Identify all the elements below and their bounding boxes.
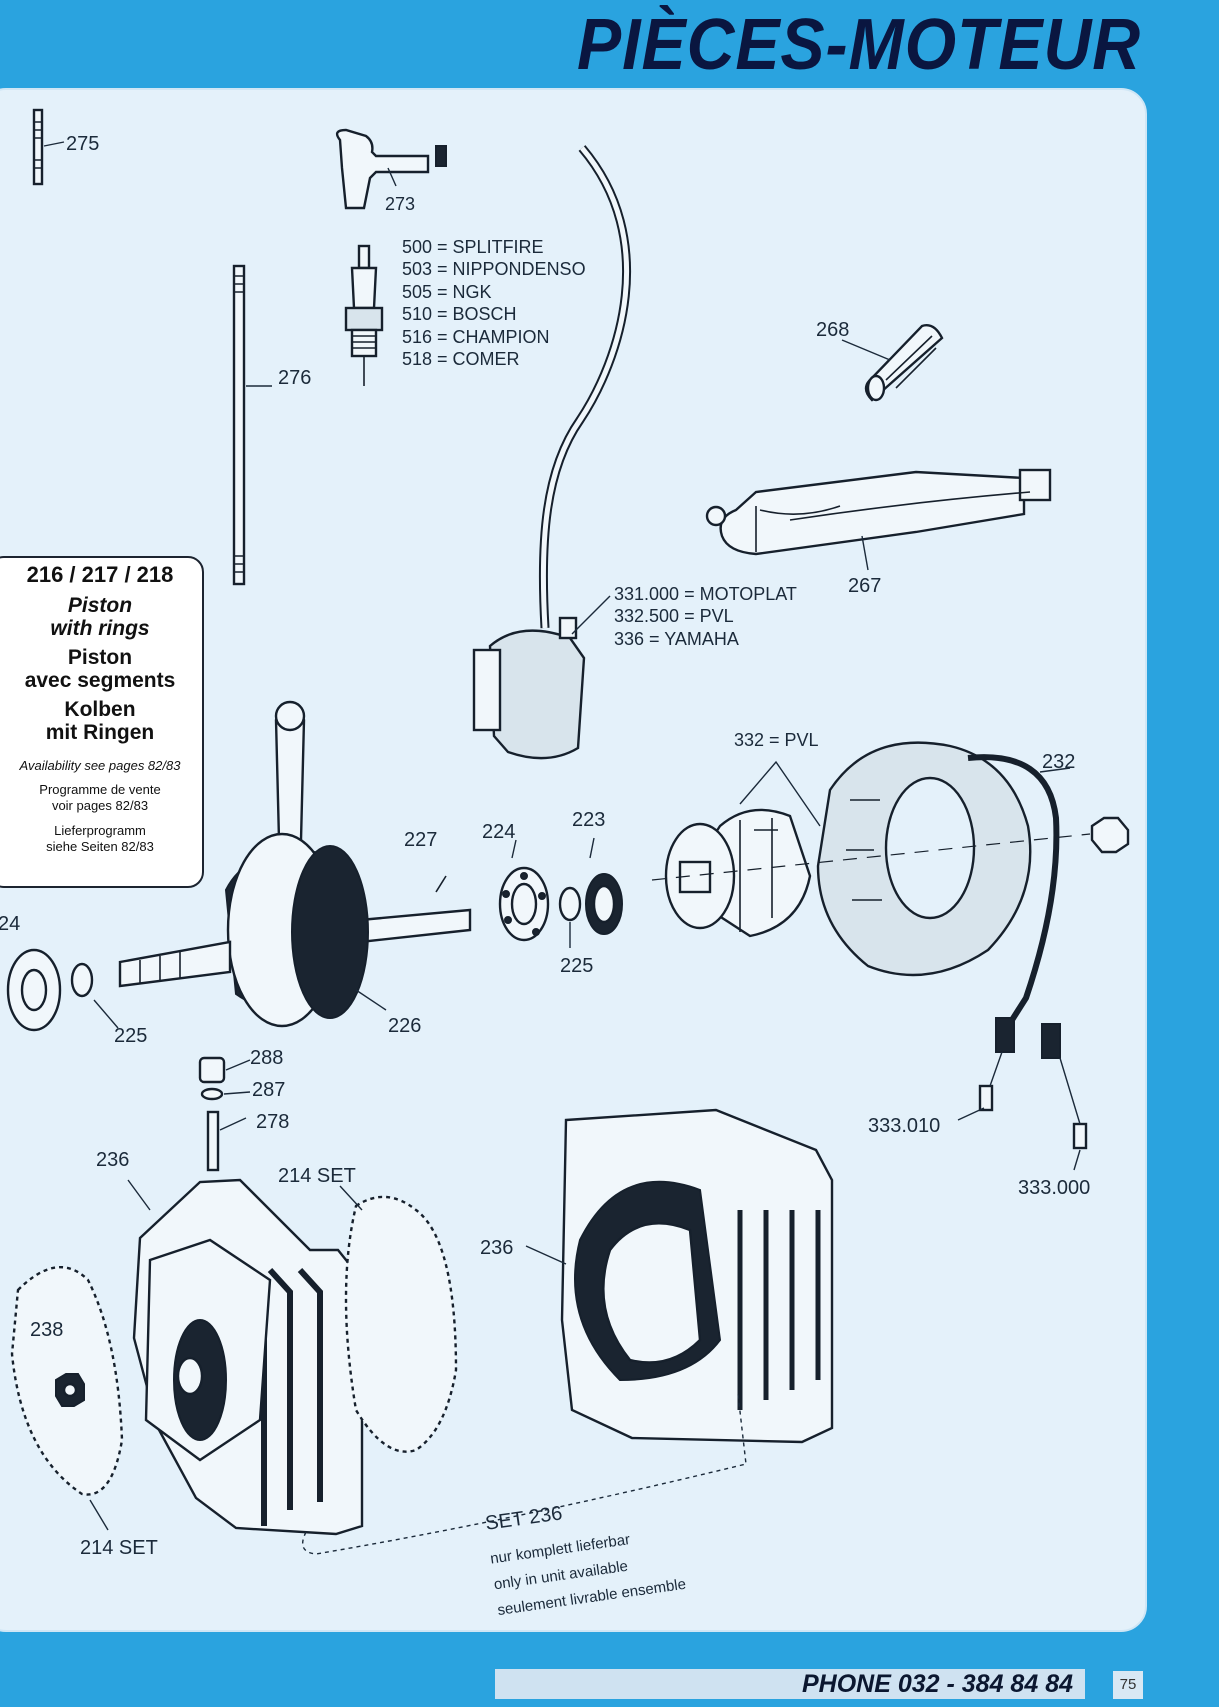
spark-plug <box>344 244 384 386</box>
rotor-332 <box>664 808 812 938</box>
spark-plug-line: 510 = BOSCH <box>402 304 517 324</box>
exhaust-pipe-267 <box>705 468 1052 556</box>
label-275: 275 <box>66 133 99 155</box>
label-273: 273 <box>385 194 415 214</box>
label-214-set-top: 214 SET <box>278 1165 356 1187</box>
label-288: 288 <box>250 1047 283 1069</box>
label-333-010: 333.010 <box>868 1115 940 1137</box>
piston-info-box: 216 / 217 / 218 Piston with rings Piston… <box>0 556 204 888</box>
label-333-000: 333.000 <box>1018 1177 1090 1199</box>
piston-name-en: Piston with rings <box>50 594 150 640</box>
stud-278 <box>206 1110 220 1172</box>
label-214-set-bottom: 214 SET <box>80 1537 158 1559</box>
phone-number: PHONE 032 - 384 84 84 <box>802 1670 1073 1698</box>
ignition-brands: 331.000 = MOTOPLAT 332.500 = PVL 336 = Y… <box>614 584 819 750</box>
label-224: 224 <box>482 821 515 843</box>
footer-bar: PHONE 032 - 384 84 84 <box>495 1669 1085 1699</box>
label-24: 24 <box>0 913 20 935</box>
page-title: PIÈCES-MOTEUR <box>576 5 1141 85</box>
gasket-214 <box>344 1195 458 1453</box>
gasket-238 <box>10 1266 124 1496</box>
label-238: 238 <box>30 1319 63 1341</box>
set-note: SET 236 nur komplett lieferbar only in u… <box>484 1502 687 1619</box>
label-223: 223 <box>572 809 605 831</box>
bearing-224 <box>498 866 550 942</box>
nut <box>1090 816 1130 854</box>
crankshaft-226 <box>118 700 472 1028</box>
label-268: 268 <box>816 319 849 341</box>
availability-de: Lieferprogramm siehe Seiten 82/83 <box>46 823 154 854</box>
page-number: 75 <box>1113 1671 1143 1699</box>
stud-276 <box>232 264 246 586</box>
label-227: 227 <box>404 829 437 851</box>
spark-plug-line: 500 = SPLITFIRE <box>402 237 544 257</box>
spark-plug-line: 503 = NIPPONDENSO <box>402 259 586 279</box>
stator-232 <box>816 741 1032 977</box>
connector-333-000 <box>1041 1023 1088 1150</box>
seal-223 <box>585 873 623 935</box>
availability-en: Availability see pages 82/83 <box>19 758 181 773</box>
piston-part-numbers: 216 / 217 / 218 <box>26 562 174 587</box>
washer-287 <box>200 1087 224 1101</box>
label-225: 225 <box>560 955 593 977</box>
label-278: 278 <box>256 1111 289 1133</box>
spark-plug-cap-273 <box>335 128 447 210</box>
bearing-24 <box>6 948 62 1032</box>
label-225-left: 225 <box>114 1025 147 1047</box>
spark-plug-line: 505 = NGK <box>402 282 492 302</box>
pvl-label: 332 = PVL <box>734 730 819 750</box>
availability-fr: Programme de vente voir pages 82/83 <box>39 782 161 813</box>
label-226: 226 <box>388 1015 421 1037</box>
label-232: 232 <box>1042 751 1075 773</box>
set-title: SET 236 <box>484 1502 564 1535</box>
label-236-right: 236 <box>480 1237 513 1259</box>
piston-name-fr: Piston avec segments <box>24 646 176 692</box>
spark-plug-brands: 500 = SPLITFIRE 503 = NIPPONDENSO 505 = … <box>402 237 586 369</box>
spark-plug-line: 518 = COMER <box>402 349 520 369</box>
stud-275 <box>32 108 44 186</box>
ignition-line: 331.000 = MOTOPLAT <box>614 584 797 604</box>
ignition-line: 336 = YAMAHA <box>614 629 739 649</box>
spark-plug-line: 516 = CHAMPION <box>402 327 550 347</box>
cylinder-236 <box>560 1108 834 1444</box>
connector-333-010 <box>978 1017 1015 1112</box>
label-267: 267 <box>848 575 881 597</box>
ignition-coil <box>472 616 586 760</box>
ignition-line: 332.500 = PVL <box>614 606 734 626</box>
nut-288 <box>198 1056 226 1084</box>
label-236-left: 236 <box>96 1149 129 1171</box>
label-276: 276 <box>278 367 311 389</box>
hose-268 <box>864 324 944 402</box>
label-287: 287 <box>252 1079 285 1101</box>
piston-name-de: Kolben mit Ringen <box>45 698 155 744</box>
cylinder-head-236 <box>132 1178 364 1536</box>
